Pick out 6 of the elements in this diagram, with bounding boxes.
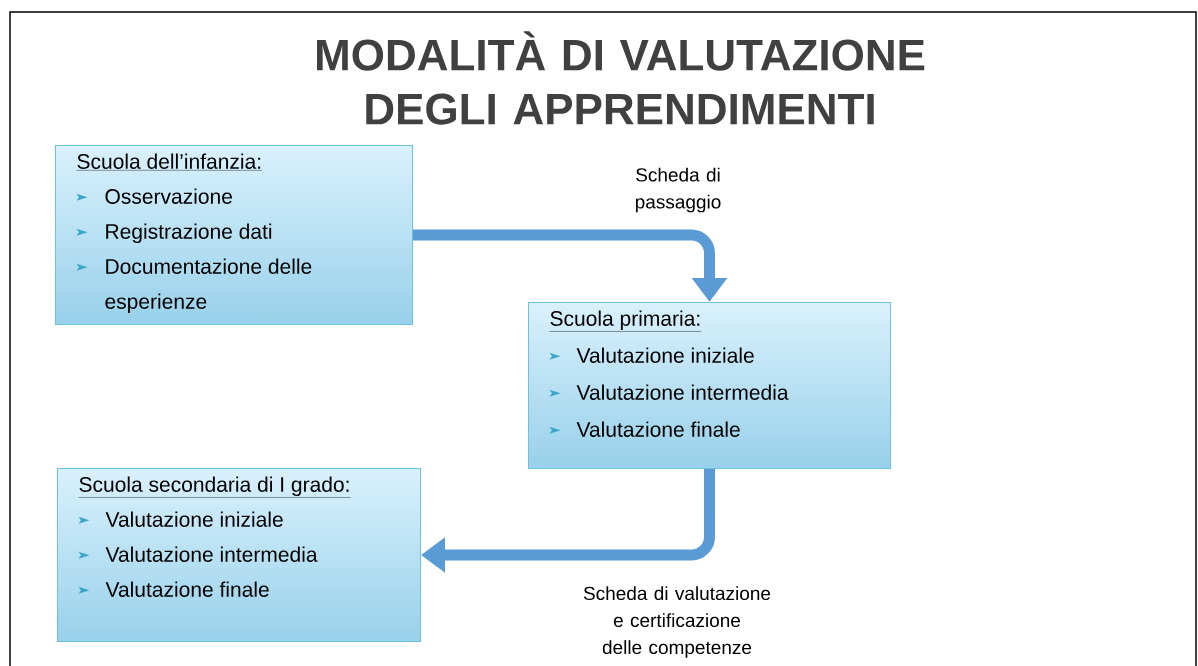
text-box: Scuola dell’infanzia: Osservazione Registrazione dati Documentazione delle esperienze [55,145,413,325]
title: MODALITÀ DI VALUTAZIONE DEGLI APPRENDIMENTI [317,31,925,125]
edge-label: Scheda di valutazione e certificazione delle competenze [583,586,771,658]
text-box: Scuola primaria: Valutazione iniziale Valutazione intermedia Valutazione finale [528,302,891,469]
edge-label: Scheda di passaggio [635,167,721,213]
text-box: Scuola secondaria di I grado: Valutazione iniziale Valutazione intermedia Valutazione finale [57,468,421,642]
